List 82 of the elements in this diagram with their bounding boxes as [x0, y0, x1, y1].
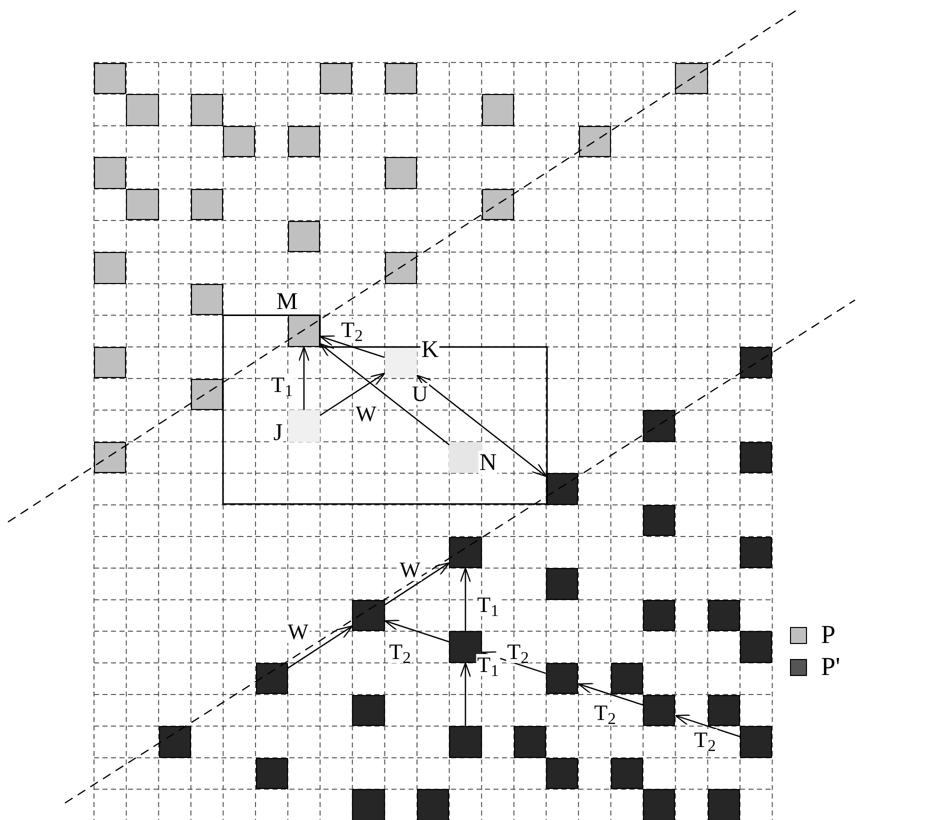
shaded-square [675, 62, 708, 94]
shaded-square [190, 94, 224, 126]
shaded-square [288, 220, 320, 252]
edge-label: T$_{2}$ [506, 641, 530, 663]
dark-square [449, 536, 482, 568]
shaded-square [384, 252, 417, 284]
dark-square [643, 600, 676, 632]
shaded-square [126, 94, 159, 126]
dark-square [708, 694, 740, 726]
dark-square [352, 789, 385, 820]
dark-square [546, 758, 578, 790]
shaded-square [384, 157, 417, 189]
shaded-square [288, 126, 320, 158]
faint-square [288, 410, 320, 442]
shaded-square [94, 62, 126, 94]
dark-square [708, 789, 740, 820]
dark-square [643, 694, 676, 726]
dark-square [740, 346, 772, 378]
arrow [320, 335, 385, 358]
shaded-square [94, 346, 126, 378]
dark-square [256, 758, 288, 790]
arrow [287, 625, 353, 669]
dark-square [610, 758, 644, 790]
dark-square [514, 726, 546, 758]
dark-square [546, 662, 578, 694]
dark-square [708, 600, 740, 632]
dark-square [417, 789, 450, 820]
dark-square [352, 694, 385, 726]
edge-label: U [411, 383, 429, 405]
dark-square [740, 442, 772, 474]
edge-label: T$_{1}$ [270, 374, 294, 396]
dark-square [740, 726, 772, 758]
shaded-square [94, 157, 126, 189]
dark-square [449, 726, 482, 758]
arrow [460, 568, 472, 632]
arrow [416, 374, 547, 478]
shaded-square [482, 188, 514, 220]
dark-square [352, 600, 385, 632]
dark-square [546, 473, 578, 505]
edge-label: T$_{2}$ [693, 729, 717, 751]
shaded-square [190, 188, 224, 220]
shaded-square [190, 378, 224, 410]
arrow [384, 620, 450, 642]
arrow [578, 682, 644, 706]
point-label: J [272, 421, 284, 445]
arrow [674, 714, 740, 738]
shaded-square [384, 62, 417, 94]
shaded-square [320, 62, 352, 94]
faint-square [449, 442, 482, 474]
dark-square [643, 789, 676, 820]
edge-label: W [398, 559, 422, 581]
dark-square [256, 662, 288, 694]
shaded-square [126, 188, 159, 220]
shaded-square [482, 94, 514, 126]
dark-square [610, 662, 644, 694]
shaded-square [223, 126, 256, 158]
edge-label: T$_{1}$ [476, 654, 500, 676]
dark-square [158, 726, 191, 758]
edge-label: T$_{1}$ [476, 594, 500, 616]
arrow [460, 662, 472, 726]
point-label: M [275, 290, 299, 314]
faint-square [384, 346, 417, 378]
dark-square [546, 568, 578, 600]
arrow [384, 562, 450, 606]
point-label: N [478, 451, 498, 475]
arrow [481, 651, 546, 674]
arrow [320, 372, 386, 416]
edge-label: W [286, 621, 310, 643]
shaded-square [94, 442, 126, 474]
dark-square [740, 631, 772, 663]
legend-label: P [821, 622, 836, 648]
shaded-square [94, 252, 126, 284]
shaded-square [190, 284, 224, 316]
arrow [320, 343, 450, 446]
edge-label: T$_{2}$ [340, 319, 364, 341]
arrow [298, 346, 310, 410]
dark-square [643, 504, 676, 536]
dark-square [643, 410, 676, 442]
shaded-square [578, 126, 611, 158]
legend-label: P' [821, 654, 840, 680]
edge-label: T$_{2}$ [593, 702, 617, 724]
dark-square [740, 536, 772, 568]
